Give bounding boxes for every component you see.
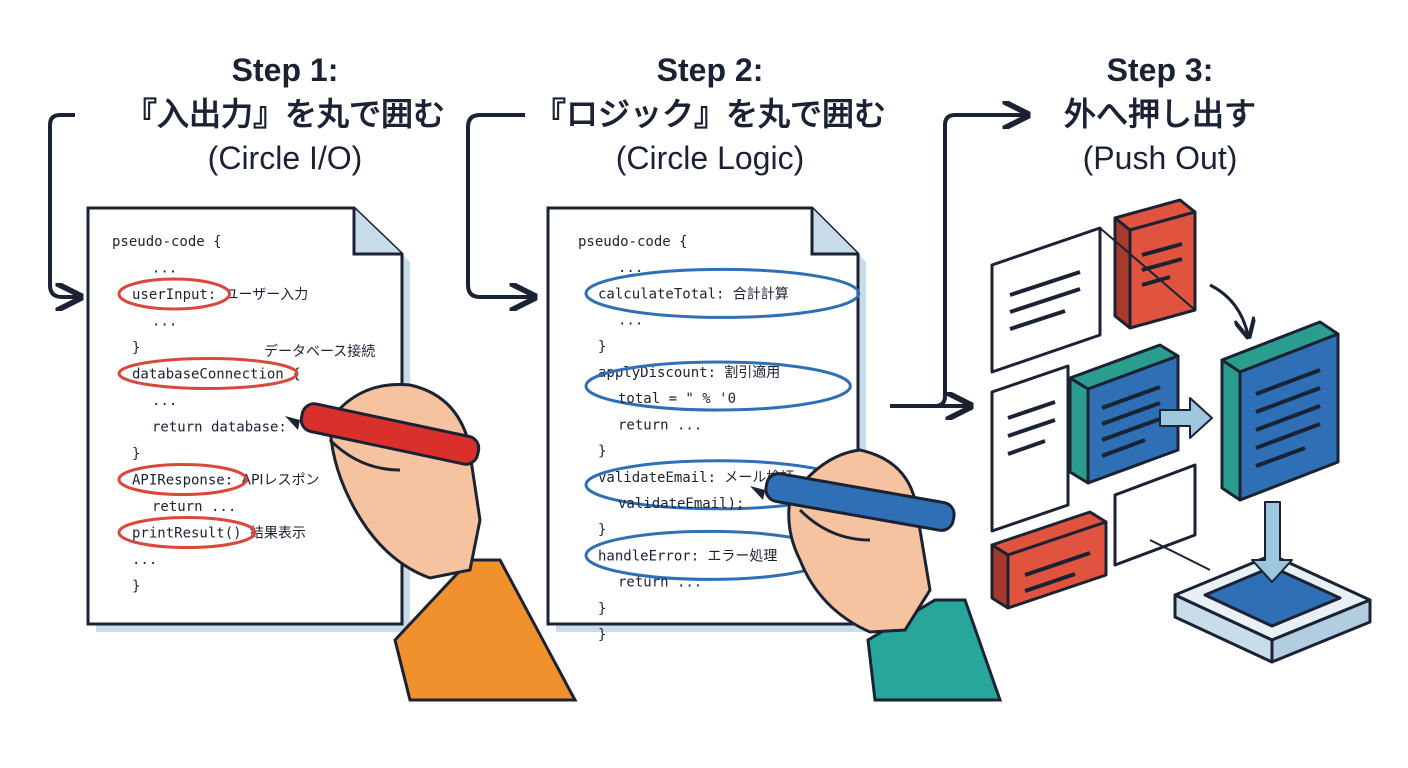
code-lines-1: pseudo-code {... userInput: ユーザー入力...} データベ… [112, 234, 375, 595]
code-annotation-above: データベース接続 [264, 343, 375, 360]
code-line: userInput: [132, 287, 216, 303]
code-line: return ... [618, 575, 702, 591]
code-line: validateEmail: [598, 470, 716, 486]
code-line: } [598, 627, 606, 643]
blue-marker-icon [764, 472, 956, 532]
code-line: } [598, 522, 606, 538]
code-line: } [132, 579, 140, 595]
connector-arrow-1 [48, 113, 78, 297]
code-line: } [598, 601, 606, 617]
code-line: ... [152, 314, 177, 330]
blue-block-right [1220, 320, 1340, 502]
step1-title-jp: 『入出力』を丸で囲む [124, 96, 445, 132]
code-line: } [132, 446, 140, 462]
red-marker-icon [299, 402, 481, 466]
highlight-circle [584, 267, 861, 319]
step2-title: Step 2: 『ロジック』を丸で囲む (Circle Logic) [520, 48, 900, 180]
curved-arrow-icon [1209, 283, 1248, 335]
connector-arrow-2 [466, 113, 532, 297]
step3-title-en: (Push Out) [1082, 140, 1238, 176]
push-arrow-down-icon [1251, 501, 1293, 583]
red-block-bottom [990, 510, 1108, 610]
code-line: databaseConnection [132, 367, 284, 383]
code-line: calculateTotal: [598, 286, 724, 302]
pseudo-code-document-1 [86, 206, 410, 632]
code-line: validateEmail); [618, 496, 744, 512]
doc-panel-white-left [990, 364, 1070, 533]
step3-label: Step 3: [1106, 52, 1214, 88]
highlight-circle [117, 277, 231, 311]
code-line: } [598, 339, 606, 355]
blue-block-center [1068, 343, 1180, 485]
step1-title-en: (Circle I/O) [207, 140, 363, 176]
code-line: return ... [618, 417, 702, 433]
push-arrow-right-icon [1159, 397, 1213, 439]
doc-panel-white-top [990, 226, 1102, 374]
code-annotation: エラー処理 [707, 548, 777, 564]
code-line: ... [152, 261, 177, 277]
step1-title: Step 1: 『入出力』を丸で囲む (Circle I/O) [100, 48, 470, 180]
highlight-circle [117, 516, 257, 549]
code-annotation: ユーザー入力 [225, 287, 309, 303]
code-annotation: APIレスポン [241, 473, 319, 489]
code-line: total = " % '0 [618, 391, 736, 407]
highlight-circle [117, 463, 248, 496]
code-line: APIResponse: [132, 473, 233, 489]
hand-with-blue-marker [750, 448, 1003, 702]
code-header: pseudo-code { [112, 234, 222, 250]
doc-panel-white-bottom [1113, 463, 1197, 567]
code-line: ... [618, 313, 643, 329]
code-line: printResult() [132, 526, 242, 542]
code-annotation: 結果表示 [250, 526, 306, 542]
code-line: applyDiscount: [598, 365, 716, 381]
code-line: ... [132, 552, 157, 568]
step3-title-jp: 外へ押し出す [1063, 96, 1256, 132]
code-header: pseudo-code { [578, 234, 688, 250]
step1-label: Step 1: [231, 52, 339, 88]
push-out-illustration [990, 198, 1372, 664]
step2-title-en: (Circle Logic) [615, 140, 805, 176]
hand-with-red-marker [285, 382, 578, 702]
code-line: ... [152, 393, 177, 409]
code-line: } [132, 340, 140, 356]
code-line: ... [618, 260, 643, 276]
code-annotation: 割引適用 [724, 364, 780, 381]
step2-title-jp: 『ロジック』を丸で囲む [533, 96, 886, 132]
step2-label: Step 2: [656, 52, 764, 88]
code-line: return database: [152, 420, 287, 436]
code-line: handleError: [598, 548, 699, 564]
highlight-circle [117, 357, 299, 390]
output-tray [1173, 553, 1372, 664]
code-line: } [598, 444, 606, 460]
red-block-top [1113, 198, 1197, 330]
step3-title: Step 3: 外へ押し出す (Push Out) [1020, 48, 1300, 180]
highlight-circle [584, 360, 852, 412]
code-line: return ... [152, 499, 236, 515]
code-annotation: 合計計算 [733, 286, 789, 302]
